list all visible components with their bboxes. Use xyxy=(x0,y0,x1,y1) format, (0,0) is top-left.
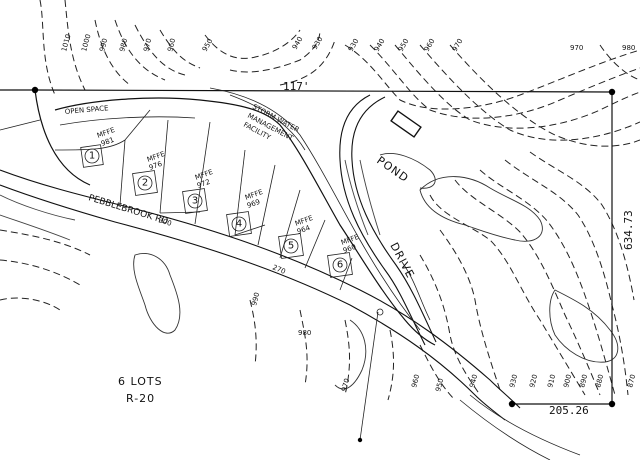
survey-nodes xyxy=(31,86,616,443)
contour-label: 950 xyxy=(201,37,215,53)
east-line-dimension: 634.73 xyxy=(622,210,635,250)
lot-6-number: 6 xyxy=(337,260,343,271)
contour-label: 950 xyxy=(397,37,411,53)
pond-structure xyxy=(390,110,422,138)
open-space-label: OPEN SPACE xyxy=(64,104,108,116)
contour-label: 890 xyxy=(578,374,589,389)
contour-label: 980 xyxy=(298,329,311,337)
lots-count-label: 6 LOTS xyxy=(118,375,163,388)
contour-label: 1000 xyxy=(80,33,92,52)
north-line-dimension: 117' xyxy=(283,80,310,93)
contour-label: 950 xyxy=(434,378,445,393)
lot-4-number: 4 xyxy=(236,219,242,230)
development-area xyxy=(54,87,436,346)
contour-label: 880 xyxy=(594,374,605,389)
contour-label: 960 xyxy=(423,37,437,53)
zoning-label: R-20 xyxy=(126,392,155,405)
contour-label: 940 xyxy=(373,37,387,53)
contour-label: 960 xyxy=(410,374,421,389)
contour-label: 930 xyxy=(347,37,361,53)
contour-label: 920 xyxy=(528,374,539,389)
road-name-label: PEBBLEBROOK RD xyxy=(87,193,169,227)
property-boundary xyxy=(0,89,613,405)
contour-label: 930 xyxy=(311,35,325,51)
contour-label: 940 xyxy=(468,374,479,389)
lot-1-number: 1 xyxy=(89,151,95,162)
terrain-outlines xyxy=(0,153,619,390)
contour-label: 980 xyxy=(622,44,635,52)
south-line-dimension: 205.26 xyxy=(549,404,589,417)
lot-3-number: 3 xyxy=(192,196,198,207)
lot-pads: 1 2 3 4 5 6 xyxy=(80,144,353,278)
pebblebrook-road xyxy=(0,169,581,460)
contour-label: 990 xyxy=(98,38,109,53)
contour-label: 970 xyxy=(340,378,351,393)
contour-label: 870 xyxy=(626,374,637,389)
lot-lines xyxy=(54,109,353,291)
contour-label: 910 xyxy=(546,374,557,389)
lot-5-number: 5 xyxy=(288,241,294,252)
pond-label: POND xyxy=(374,154,411,185)
road-frontage-dimension-1: 300 xyxy=(157,216,172,228)
contour-label: 930 xyxy=(508,374,519,389)
contour-label: 970 xyxy=(451,37,465,53)
lot-2-number: 2 xyxy=(142,178,148,189)
contour-lines xyxy=(0,0,640,401)
access-drive xyxy=(339,94,437,346)
contour-label: 960 xyxy=(166,38,177,53)
contour-label: 900 xyxy=(562,374,573,389)
contour-label: 970 xyxy=(570,44,583,52)
contour-label: 990 xyxy=(250,292,261,307)
contour-label: 980 xyxy=(118,38,129,53)
contour-label: 1010 xyxy=(60,33,72,52)
contour-label: 970 xyxy=(142,38,153,53)
